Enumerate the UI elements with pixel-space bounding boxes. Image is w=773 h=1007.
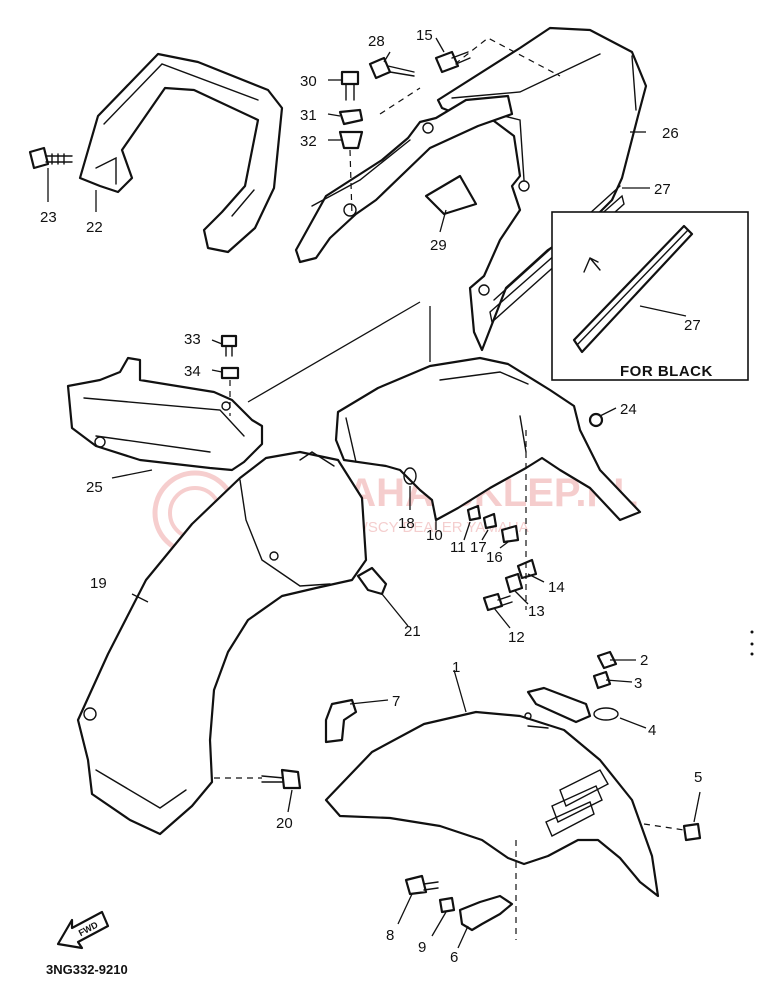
bolt-28: [368, 56, 415, 80]
rear-inner-fender: [334, 356, 642, 522]
callout-11: 11: [450, 539, 466, 556]
callout-15: 15: [416, 27, 433, 44]
callout-34: 34: [184, 363, 201, 380]
callout-24: 24: [620, 401, 637, 418]
bolt-12: [482, 592, 513, 612]
fwd-arrow-icon: FWD: [56, 910, 110, 950]
washer-14: [516, 558, 538, 580]
inset-label: FOR BLACK: [620, 363, 713, 380]
diagram-code: 3NG332-9210: [46, 962, 128, 977]
leader-lines: [47, 37, 701, 949]
callout-25: 25: [86, 479, 103, 496]
callout-28: 28: [368, 33, 385, 50]
callout-22: 22: [86, 219, 103, 236]
callout-17: 17: [470, 539, 487, 556]
callout-30: 30: [300, 73, 317, 90]
callout-6: 6: [450, 949, 458, 966]
callout-8: 8: [386, 927, 394, 944]
callout-12: 12: [508, 629, 525, 646]
callout-2: 2: [640, 652, 648, 669]
nut-13: [504, 572, 524, 594]
callout-13: 13: [528, 603, 545, 620]
bolt-15: [434, 50, 471, 74]
callout-27-inset: 27: [684, 317, 701, 334]
clamp-6: [458, 894, 514, 932]
callout-31: 31: [300, 107, 317, 124]
callout-19: 19: [90, 575, 107, 592]
callout-23: 23: [40, 209, 57, 226]
callout-33: 33: [184, 331, 201, 348]
bolt-20: [261, 768, 302, 790]
front-fender: [324, 710, 660, 898]
nut-2: [596, 650, 618, 670]
callout-9: 9: [418, 939, 426, 956]
callout-7: 7: [392, 693, 400, 710]
callout-29: 29: [430, 237, 447, 254]
clip-21: [356, 566, 388, 596]
callout-27: 27: [654, 181, 671, 198]
callout-4: 4: [648, 722, 656, 739]
inset-box: FOR BLACK: [551, 211, 749, 381]
fasteners-11-17-16: [466, 504, 520, 544]
grommet-32: [338, 130, 364, 150]
washer-9: [438, 896, 456, 914]
washer-31: [338, 108, 364, 126]
callout-20: 20: [276, 815, 293, 832]
washer-3: [592, 670, 612, 690]
bolt-23: [28, 146, 73, 170]
seat-bracket: [294, 94, 514, 264]
grab-rail: [78, 52, 284, 254]
callout-21: 21: [404, 623, 421, 640]
callout-26: 26: [662, 125, 679, 142]
bolt-30: [340, 70, 360, 101]
callout-32: 32: [300, 133, 317, 150]
bolt-8: [404, 874, 439, 896]
callout-10: 10: [426, 527, 443, 544]
grommet-5: [682, 822, 702, 842]
callout-3: 3: [634, 675, 642, 692]
callout-numbers: 1 2 3 4 5 6 7 8 9 10 11 12 13 14 15 16 1…: [40, 27, 702, 966]
callout-18: 18: [398, 515, 415, 532]
edge-marks: [750, 630, 754, 656]
washer-34: [220, 366, 240, 380]
callout-16: 16: [486, 549, 503, 566]
cushion-pad: [424, 174, 478, 216]
nut-24: [588, 412, 604, 428]
callout-1: 1: [452, 659, 460, 676]
bracket-7: [324, 698, 358, 744]
callout-5: 5: [694, 769, 702, 786]
battery-box: [66, 356, 264, 472]
callout-14: 14: [548, 579, 565, 596]
rear-fender: [76, 450, 368, 836]
cable-guide-4: [526, 686, 619, 724]
screw-33: [220, 334, 238, 357]
